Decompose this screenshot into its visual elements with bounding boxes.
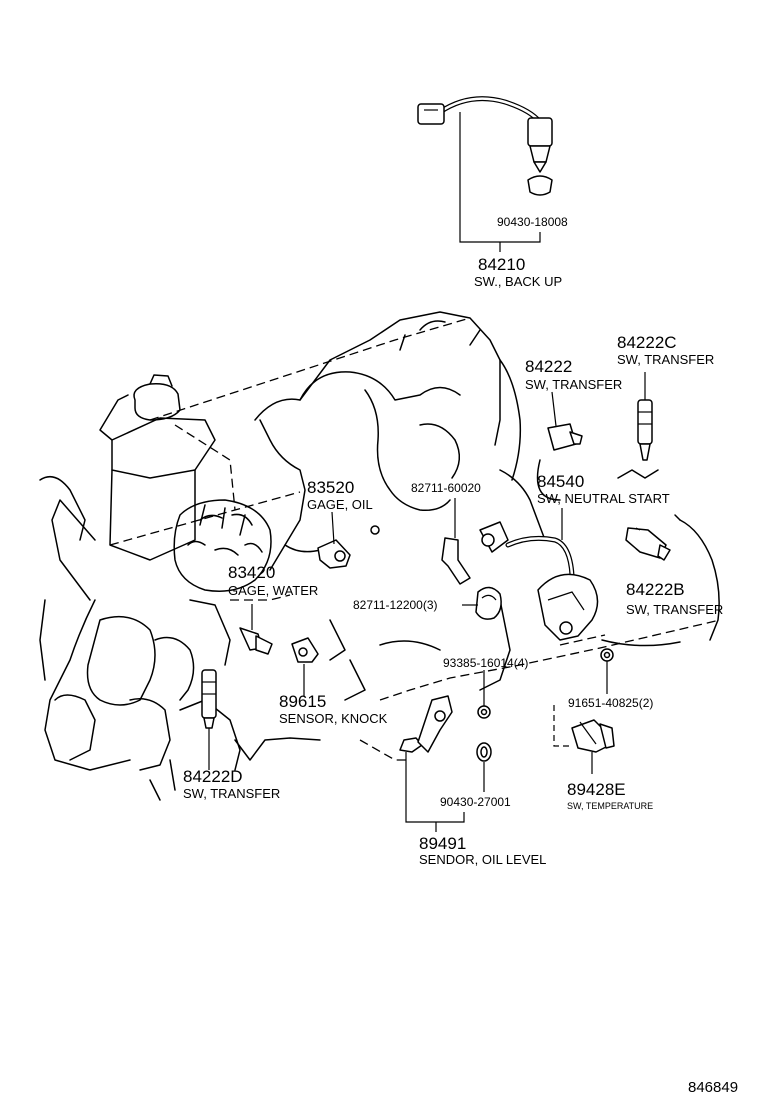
callout-knock: 89615 SENSOR, KNOCK [279,692,388,726]
part-number: 84222C [617,333,677,352]
part-number: 84222 [525,357,572,376]
part-number: 84540 [537,472,584,491]
part-name: SW, NEUTRAL START [537,491,670,506]
callout-transfer-d: 84222D SW, TRANSFER [183,767,280,801]
fastener-label: 82711-12200(3) [353,598,438,612]
transfer-switch-drawing [547,391,583,451]
part-number: 89491 [419,834,466,853]
fastener-label: 90430-27001 [440,795,511,809]
fastener-label: 90430-18008 [497,215,568,229]
knock-sensor-drawing [291,637,319,696]
fastener-label: 82711-60020 [411,481,481,495]
callout-oil-level: 89491 SENDOR, OIL LEVEL [419,834,546,867]
part-number: 89615 [279,692,326,711]
neutral-start-switch-drawing [479,508,599,641]
part-number: 83520 [307,478,354,497]
part-name: SW, TRANSFER [626,602,723,617]
transfer-switch-b-drawing [625,527,671,561]
fastener-label: 91651-40825(2) [568,696,653,710]
transfer-switch-d-drawing [201,669,217,770]
callout-neutral: 84540 SW, NEUTRAL START [537,472,670,506]
clip-drawing [462,586,502,620]
water-gage-drawing [239,604,273,655]
callout-transfer-a: 84222 SW, TRANSFER [525,357,622,392]
gasket-drawing [476,742,492,792]
part-name: SENSOR, KNOCK [279,711,388,726]
part-name: SW, TRANSFER [525,377,622,392]
backup-switch-drawing [417,96,553,196]
part-name: SW, TRANSFER [617,352,714,367]
callout-temperature: 89428E SW, TEMPERATURE [567,780,653,811]
part-number: 84222B [626,580,685,599]
part-number: 84222D [183,767,243,786]
callout-transfer-b: 84222B SW, TRANSFER [626,580,723,617]
washer-drawing [477,670,491,719]
callout-backup: 84210 SW., BACK UP [474,255,562,289]
part-name: SW., BACK UP [474,274,562,289]
callout-water-gage: 83420 GAGE, WATER [228,563,318,598]
temperature-switch-drawing [553,705,615,774]
part-name: GAGE, OIL [307,497,373,512]
part-number: 89428E [567,780,626,799]
callout-oil-gage: 83520 GAGE, OIL [307,478,373,512]
engine-block-outline [39,311,721,801]
oil-level-sender-drawing [399,695,465,832]
part-number: 84210 [478,255,525,274]
part-name: SW, TEMPERATURE [567,801,653,811]
oil-gage-drawing [317,511,351,569]
part-number: 83420 [228,563,275,582]
fastener-labels: 90430-18008 82711-60020 82711-12200(3) 9… [353,215,653,809]
bolt-drawing [600,648,614,694]
transfer-switch-c-drawing [637,372,653,461]
callout-transfer-c: 84222C SW, TRANSFER [617,333,714,367]
part-name: GAGE, WATER [228,583,318,598]
diagram-reference-number: 846849 [688,1079,738,1096]
part-name: SW, TRANSFER [183,786,280,801]
clamp-drawing [441,498,471,585]
fastener-label: 93385-16014(4) [443,656,528,670]
part-name: SENDOR, OIL LEVEL [419,852,546,867]
